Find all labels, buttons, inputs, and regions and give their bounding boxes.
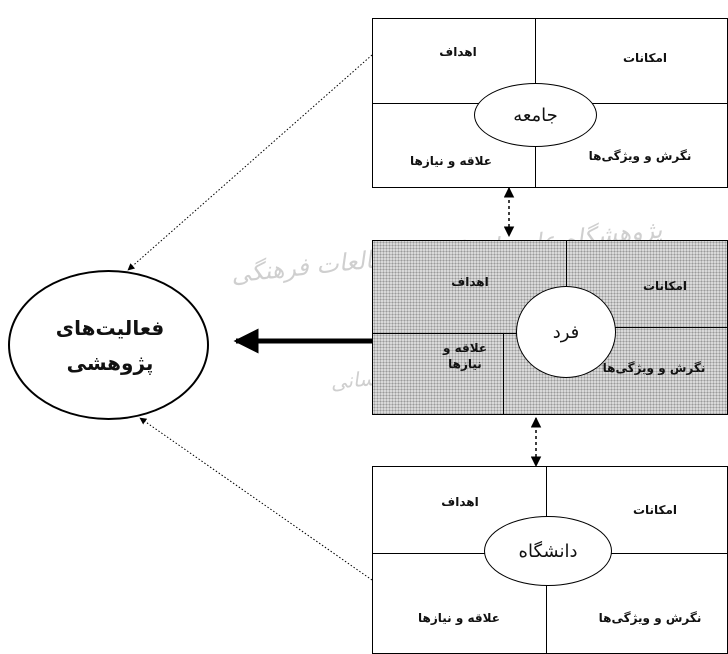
research-activities-title-line1: فعالیت‌های [55,316,165,340]
individual-center-label: فرد [552,321,580,343]
individual-attitudes-traits-label: نگرش و ویژگی‌ها [602,361,706,375]
individual-interests-needs-label: علاقه و نیازها [442,341,488,372]
university-center-label: دانشگاه [518,540,578,562]
society-divider-vertical-top [535,18,536,103]
society-interests-needs-label: علاقه و نیازها [410,154,492,168]
individual-goals-label: اهداف [451,275,489,289]
university-attitudes-traits-label: نگرش و ویژگی‌ها [598,611,702,625]
research-activities-title-line2: پژوهشی [66,351,154,375]
society-goals-label: اهداف [439,45,477,59]
individual-divider-horizontal-right [610,327,728,328]
society-link-arrow [127,54,373,271]
individual-divider-vertical-top [566,240,567,328]
society-facilities-label: امکانات [622,51,668,65]
university-divider-vertical-bottom [546,580,547,654]
individual-divider-horizontal-left [372,333,522,334]
research-activities-ellipse [8,270,209,420]
university-link-arrow [139,417,373,581]
individual-divider-vertical-bottom [503,333,504,415]
university-center-ellipse: دانشگاه [484,516,612,586]
university-goals-label: اهداف [441,495,479,509]
society-center-label: جامعه [513,104,558,126]
society-center-ellipse: جامعه [474,83,597,147]
individual-center-ellipse: فرد [516,286,616,378]
university-interests-needs-label: علاقه و نیازها [418,611,500,625]
university-divider-vertical-top [546,466,547,548]
individual-facilities-label: امکانات [642,279,688,293]
society-attitudes-traits-label: نگرش و ویژگی‌ها [588,149,692,163]
university-facilities-label: امکانات [632,503,678,517]
